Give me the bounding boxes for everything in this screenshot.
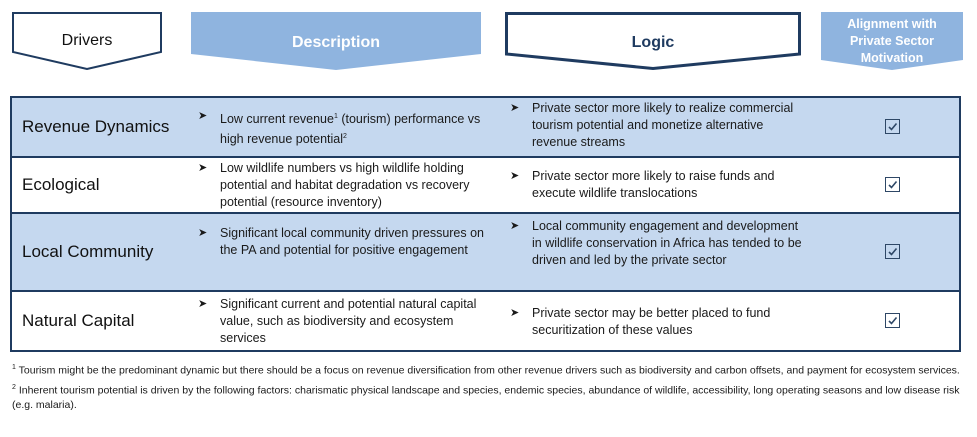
checked-box-icon [885, 119, 900, 134]
checked-box-icon [885, 313, 900, 328]
table-row: Natural Capital ➤ Significant current an… [12, 292, 959, 350]
description-text: Low current revenue [220, 112, 334, 127]
table-row: Ecological ➤ Low wildlife numbers vs hig… [12, 158, 959, 212]
logic-text: Local community engagement and developme… [532, 219, 802, 267]
logic-cell: ➤ Private sector more likely to raise fu… [510, 168, 810, 202]
row-divider [12, 290, 959, 292]
footnote-ref: 1 [333, 113, 338, 120]
logic-cell: ➤ Local community engagement and develop… [510, 218, 810, 269]
header-drivers-label: Drivers [61, 32, 113, 49]
description-text: Significant current and potential natura… [220, 297, 477, 345]
driver-label: Natural Capital [22, 311, 135, 330]
header-logic: Logic [505, 12, 801, 70]
arrow-bullet-icon: ➤ [510, 307, 520, 319]
chevron-filled-shape [821, 12, 963, 70]
arrow-bullet-icon: ➤ [198, 227, 208, 239]
driver-label: Local Community [22, 242, 154, 261]
footnote-mark: 1 [12, 364, 16, 371]
row-divider [12, 212, 959, 214]
row-divider [12, 156, 959, 158]
footnote-text: Tourism might be the predominant dynamic… [15, 364, 960, 377]
drivers-table: Revenue Dynamics ➤ Low current revenue1 … [10, 96, 961, 352]
chevron-outline-shape [505, 12, 801, 70]
footnote-mark: 2 [12, 383, 16, 391]
checked-box-icon [885, 244, 900, 259]
table-row: Revenue Dynamics ➤ Low current revenue1 … [12, 98, 959, 156]
description-text: Low wildlife numbers vs high wildlife ho… [220, 161, 470, 209]
description-cell: ➤ Significant current and potential natu… [198, 296, 498, 347]
logic-text: Private sector more likely to raise fund… [532, 169, 775, 200]
table-row: Local Community ➤ Significant local comm… [12, 214, 959, 290]
arrow-bullet-icon: ➤ [510, 170, 520, 182]
checked-box-icon [885, 177, 900, 192]
chevron-filled-shape [191, 12, 481, 70]
arrow-bullet-icon: ➤ [198, 110, 208, 122]
footnote-text: Inherent tourism potential is driven by … [12, 384, 960, 411]
header-drivers: Drivers [12, 12, 162, 70]
footnote: 2 Inherent tourism potential is driven b… [12, 380, 962, 414]
header-description: Description [191, 12, 481, 70]
footnotes: 1 Tourism might be the predominant dynam… [12, 360, 962, 414]
description-text: Significant local community driven press… [220, 226, 485, 257]
header-logic-label: Logic [631, 34, 675, 51]
arrow-bullet-icon: ➤ [510, 220, 520, 232]
header-alignment-label: Alignment with Private Sector Motivation [847, 17, 937, 65]
logic-cell: ➤ Private sector more likely to realize … [510, 100, 810, 151]
arrow-bullet-icon: ➤ [198, 298, 208, 310]
description-cell: ➤ Low wildlife numbers vs high wildlife … [198, 160, 498, 211]
driver-label: Revenue Dynamics [22, 117, 170, 136]
footnote: 1 Tourism might be the predominant dynam… [12, 360, 962, 379]
logic-text: Private sector more likely to realize co… [532, 101, 794, 149]
driver-label: Ecological [22, 175, 100, 194]
description-text: (tourism) performance vs high revenue po… [220, 112, 481, 147]
logic-cell: ➤ Private sector may be better placed to… [510, 305, 810, 339]
footnote-ref: 2 [343, 133, 347, 141]
description-cell: ➤ Significant local community driven pre… [198, 225, 498, 259]
chevron-outline-shape [12, 12, 162, 70]
header-alignment: Alignment with Private Sector Motivation [821, 12, 963, 70]
arrow-bullet-icon: ➤ [510, 102, 520, 114]
logic-text: Private sector may be better placed to f… [532, 306, 771, 337]
arrow-bullet-icon: ➤ [198, 162, 208, 174]
header-description-label: Description [291, 34, 380, 51]
description-cell: ➤ Low current revenue1 (tourism) perform… [198, 108, 498, 148]
